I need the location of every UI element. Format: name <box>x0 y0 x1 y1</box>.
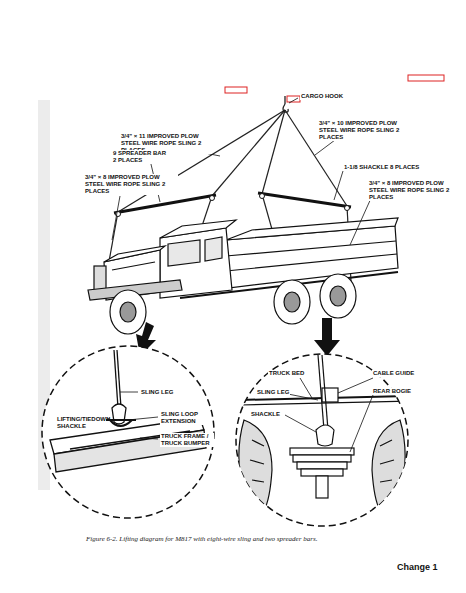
cargo-hook <box>283 96 288 112</box>
figure-caption: Figure 6-2. Lifting diagram for M817 wit… <box>86 535 317 543</box>
detail-label: SHACKLE <box>250 411 281 418</box>
leader-lines <box>95 98 373 452</box>
sling-label: 3/4" × 8 IMPROVED PLOW STEEL WIRE ROPE S… <box>84 174 178 195</box>
detail-label: TRUCK FRAME / TRUCK BUMPER <box>160 433 214 447</box>
spreader-bars <box>114 193 351 213</box>
detail-label: SLING LOOP EXTENSION <box>160 411 206 425</box>
shackle-detail <box>50 350 206 472</box>
detail-label: SLING LEG <box>256 389 290 396</box>
bogie-detail <box>239 355 410 515</box>
truck-m817 <box>88 218 398 334</box>
detail-label: CABLE GUIDE <box>372 370 415 377</box>
callout-label: CARGO HOOK <box>300 93 344 100</box>
shackle-label: 1-1/8 SHACKLE 8 PLACES <box>343 164 420 171</box>
spreader-bar-label: 9 SPREADER BAR 2 PLACES <box>112 150 169 164</box>
change-notice: Change 1 <box>396 562 439 572</box>
sling-label: 3/4" × 10 IMPROVED PLOW STEEL WIRE ROPE … <box>318 120 412 141</box>
detail-label: REAR BOGIE <box>372 388 412 395</box>
detail-label: TRUCK BED <box>268 370 305 377</box>
detail-circle <box>236 354 408 526</box>
red-marks <box>225 75 444 102</box>
detail-label: SLING LEG <box>140 389 174 396</box>
detail-arrows <box>136 318 340 356</box>
detail-label: LIFTING/TIEDOWN SHACKLE <box>56 416 106 430</box>
shackles <box>116 194 350 217</box>
detail-circle <box>42 346 214 518</box>
sling-label: 3/4" × 8 IMPROVED PLOW STEEL WIRE ROPE S… <box>368 180 458 201</box>
